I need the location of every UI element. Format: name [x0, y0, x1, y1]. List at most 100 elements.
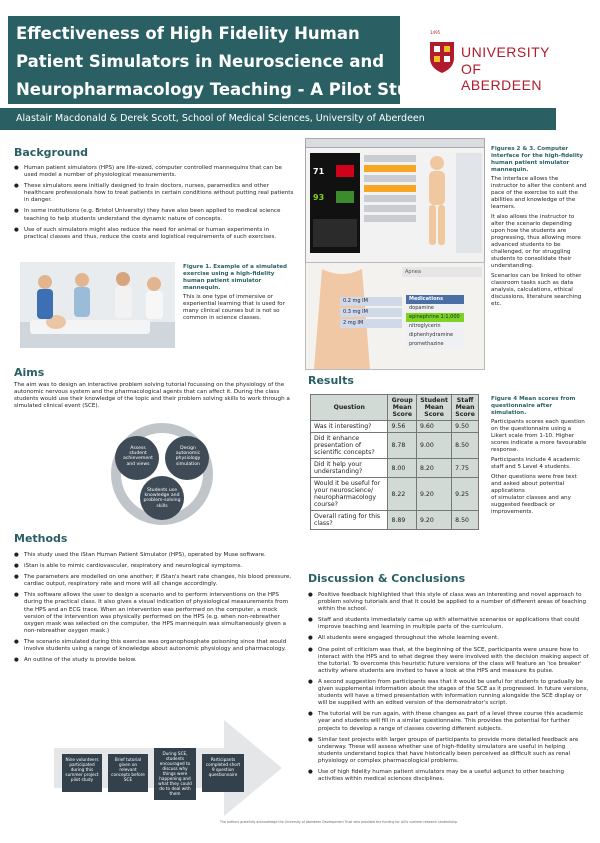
logo-text-bottom: OF ABERDEEN: [461, 61, 543, 93]
flow-step-2: Brief tutorial given on relevant concept…: [108, 754, 148, 792]
figure4-caption: Figure 4 Mean scores from questionnaire …: [491, 396, 587, 519]
score-cell: 8.50: [451, 432, 479, 459]
logo-text-top: UNIVERSITY: [461, 44, 551, 60]
list-item: Human patient simulators (HPS) are life-…: [14, 165, 294, 179]
list-item: Use of high fidelity human patient simul…: [308, 769, 590, 783]
list-item: All students were engaged throughout the…: [308, 635, 590, 642]
dose-option: 2 mg IM: [340, 319, 402, 328]
menu-top-item: Apnea: [402, 267, 482, 277]
figure23-title: Figures 2 & 3. Computer interface for th…: [491, 146, 584, 173]
table-row: Overall rating for this class? 8.89 9.20…: [309, 510, 479, 530]
body-figure-icon: [429, 156, 445, 245]
results-heading: Results: [308, 374, 354, 387]
aims-cycle-diagram: Design autonomic physiology simulation: [111, 423, 213, 525]
score-cell: 9.50: [451, 420, 479, 433]
discussion-list: Positive feedback highlighted that this …: [308, 592, 590, 787]
column-header: Question: [309, 394, 389, 421]
score-cell: 9.20: [416, 477, 453, 511]
cycle-node-assess: Assess student achievement and views: [123, 446, 153, 467]
list-item: Use of such simulators might also reduce…: [14, 227, 294, 241]
background-list: Human patient simulators (HPS) are life-…: [14, 165, 294, 245]
list-item: iStan is able to mimic cardiovascular, r…: [14, 563, 294, 570]
university-logo: 1495 UNIVERSITY OF ABERDEEN: [428, 30, 558, 93]
list-item: The parameters are modelled on one anoth…: [14, 574, 294, 588]
question-cell: Would it be useful for your neuroscience…: [309, 477, 389, 511]
figure23-para: The interface allows the instructor to a…: [491, 176, 587, 210]
table-row: Did it help your understanding? 8.00 8.2…: [309, 458, 479, 478]
question-cell: Overall rating for this class?: [309, 510, 389, 530]
figure1-title: Figure 1. Example of a simulated exercis…: [183, 264, 288, 291]
list-item: The tutorial will be run again, with the…: [308, 711, 590, 732]
flow-step-1: Nine volunteers participated during this…: [62, 754, 102, 792]
medication-option: diphenhydramine: [406, 331, 464, 340]
list-item: The scenario simulated during this exerc…: [14, 639, 294, 653]
figure1-caption: Figure 1. Example of a simulated exercis…: [183, 264, 293, 325]
score-cell: 8.20: [416, 458, 453, 478]
score-cell: 9.00: [416, 432, 453, 459]
title-line-1: Effectiveness of High Fidelity Human: [16, 24, 360, 43]
methods-heading: Methods: [14, 532, 68, 545]
list-item: This study used the iStan Human Patient …: [14, 552, 294, 559]
score-cell: 8.00: [387, 458, 418, 478]
list-item: One point of criticism was that, at the …: [308, 647, 590, 675]
medication-option: epinephrine 1:1,000: [406, 313, 464, 322]
spo2-readout: 93: [313, 193, 325, 202]
dose-option: 0.2 mg IM: [340, 297, 402, 306]
list-item: A second suggestion from participants wa…: [308, 679, 590, 707]
table-row: Did it enhance presentation of scientifi…: [309, 432, 479, 459]
hr-readout: 71: [313, 167, 325, 176]
logo-year: 1495: [430, 30, 441, 35]
question-cell: Did it enhance presentation of scientifi…: [309, 432, 389, 459]
figure4-para: of simulator classes and any suggested f…: [491, 495, 571, 515]
author-bar: Alastair Macdonald & Derek Scott, School…: [0, 108, 556, 130]
list-item: Positive feedback highlighted that this …: [308, 592, 590, 613]
list-item: These simulators were initially designed…: [14, 183, 294, 204]
title-line-2: Patient Simulators in Neuroscience and: [16, 52, 385, 71]
cycle-node-students: Students use knowledge and problem-solvi…: [143, 488, 181, 509]
simulator-interface-screenshot: 71 93: [305, 138, 485, 263]
score-cell: 9.56: [387, 420, 418, 433]
flow-step-3: During SCE, students encouraged to discu…: [154, 748, 196, 800]
medication-option: dopamine: [406, 304, 464, 313]
figure4-para: Other questions were free text and asked…: [491, 474, 577, 494]
figure23-para: Scenarios can be linked to other classro…: [491, 273, 582, 307]
aims-text: The aim was to design an interactive pro…: [14, 382, 290, 410]
score-cell: 8.89: [387, 510, 418, 530]
table-row: Would it be useful for your neuroscience…: [309, 477, 479, 511]
medication-option: nitroglycerin: [406, 322, 464, 331]
list-item: Similar test projects with larger groups…: [308, 737, 590, 765]
column-header: Group Mean Score: [387, 394, 418, 421]
poster-title: Effectiveness of High Fidelity Human Pat…: [8, 16, 432, 104]
column-header: Staff Mean Score: [451, 394, 479, 421]
acknowledgement: The authors gratefully acknowledge the U…: [220, 820, 458, 824]
title-line-3: Neuropharmacology Teaching - A Pilot Stu…: [16, 80, 432, 99]
score-cell: 8.78: [387, 432, 418, 459]
score-cell: 9.60: [416, 420, 453, 433]
simulation-photo: [20, 262, 175, 348]
cycle-node-design: Design autonomic physiology simulation: [175, 446, 201, 467]
medications-menu-header: Medications: [406, 295, 464, 304]
score-cell: 9.20: [416, 510, 453, 530]
crest-icon: [430, 42, 454, 73]
simulation-photo-illustration: [20, 262, 175, 348]
results-table: Question Group Mean Score Student Mean S…: [309, 394, 479, 530]
figure23-para: It also allows the instructor to alter t…: [491, 214, 581, 269]
question-cell: Was it interesting?: [309, 420, 389, 433]
list-item: An outline of the study is provide below…: [14, 657, 294, 664]
figure1-body: This is one type of immersive or experie…: [183, 294, 285, 321]
figure4-para: Participants scores each question on the…: [491, 419, 587, 453]
background-heading: Background: [14, 146, 89, 159]
list-item: This software allows the user to design …: [14, 592, 294, 635]
methods-list: This study used the iStan Human Patient …: [14, 552, 294, 668]
score-cell: 9.25: [451, 477, 479, 511]
flow-step-4: Participants completed short 9 question …: [202, 754, 244, 792]
list-item: Staff and students immediately came up w…: [308, 617, 590, 631]
figure4-title: Figure 4 Mean scores from questionnaire …: [491, 396, 576, 416]
figure4-para: Participants include 4 academic staff an…: [491, 457, 581, 470]
question-cell: Did it help your understanding?: [309, 458, 389, 478]
medication-option: promethazine: [406, 340, 464, 349]
column-header: Student Mean Score: [416, 394, 453, 421]
list-item: In some institutions (e.g. Bristol Unive…: [14, 208, 294, 222]
medication-menu-screenshot: Apnea 0.2 mg IM 0.3 mg IM 2 mg IM Medica…: [305, 262, 485, 370]
score-cell: 8.50: [451, 510, 479, 530]
